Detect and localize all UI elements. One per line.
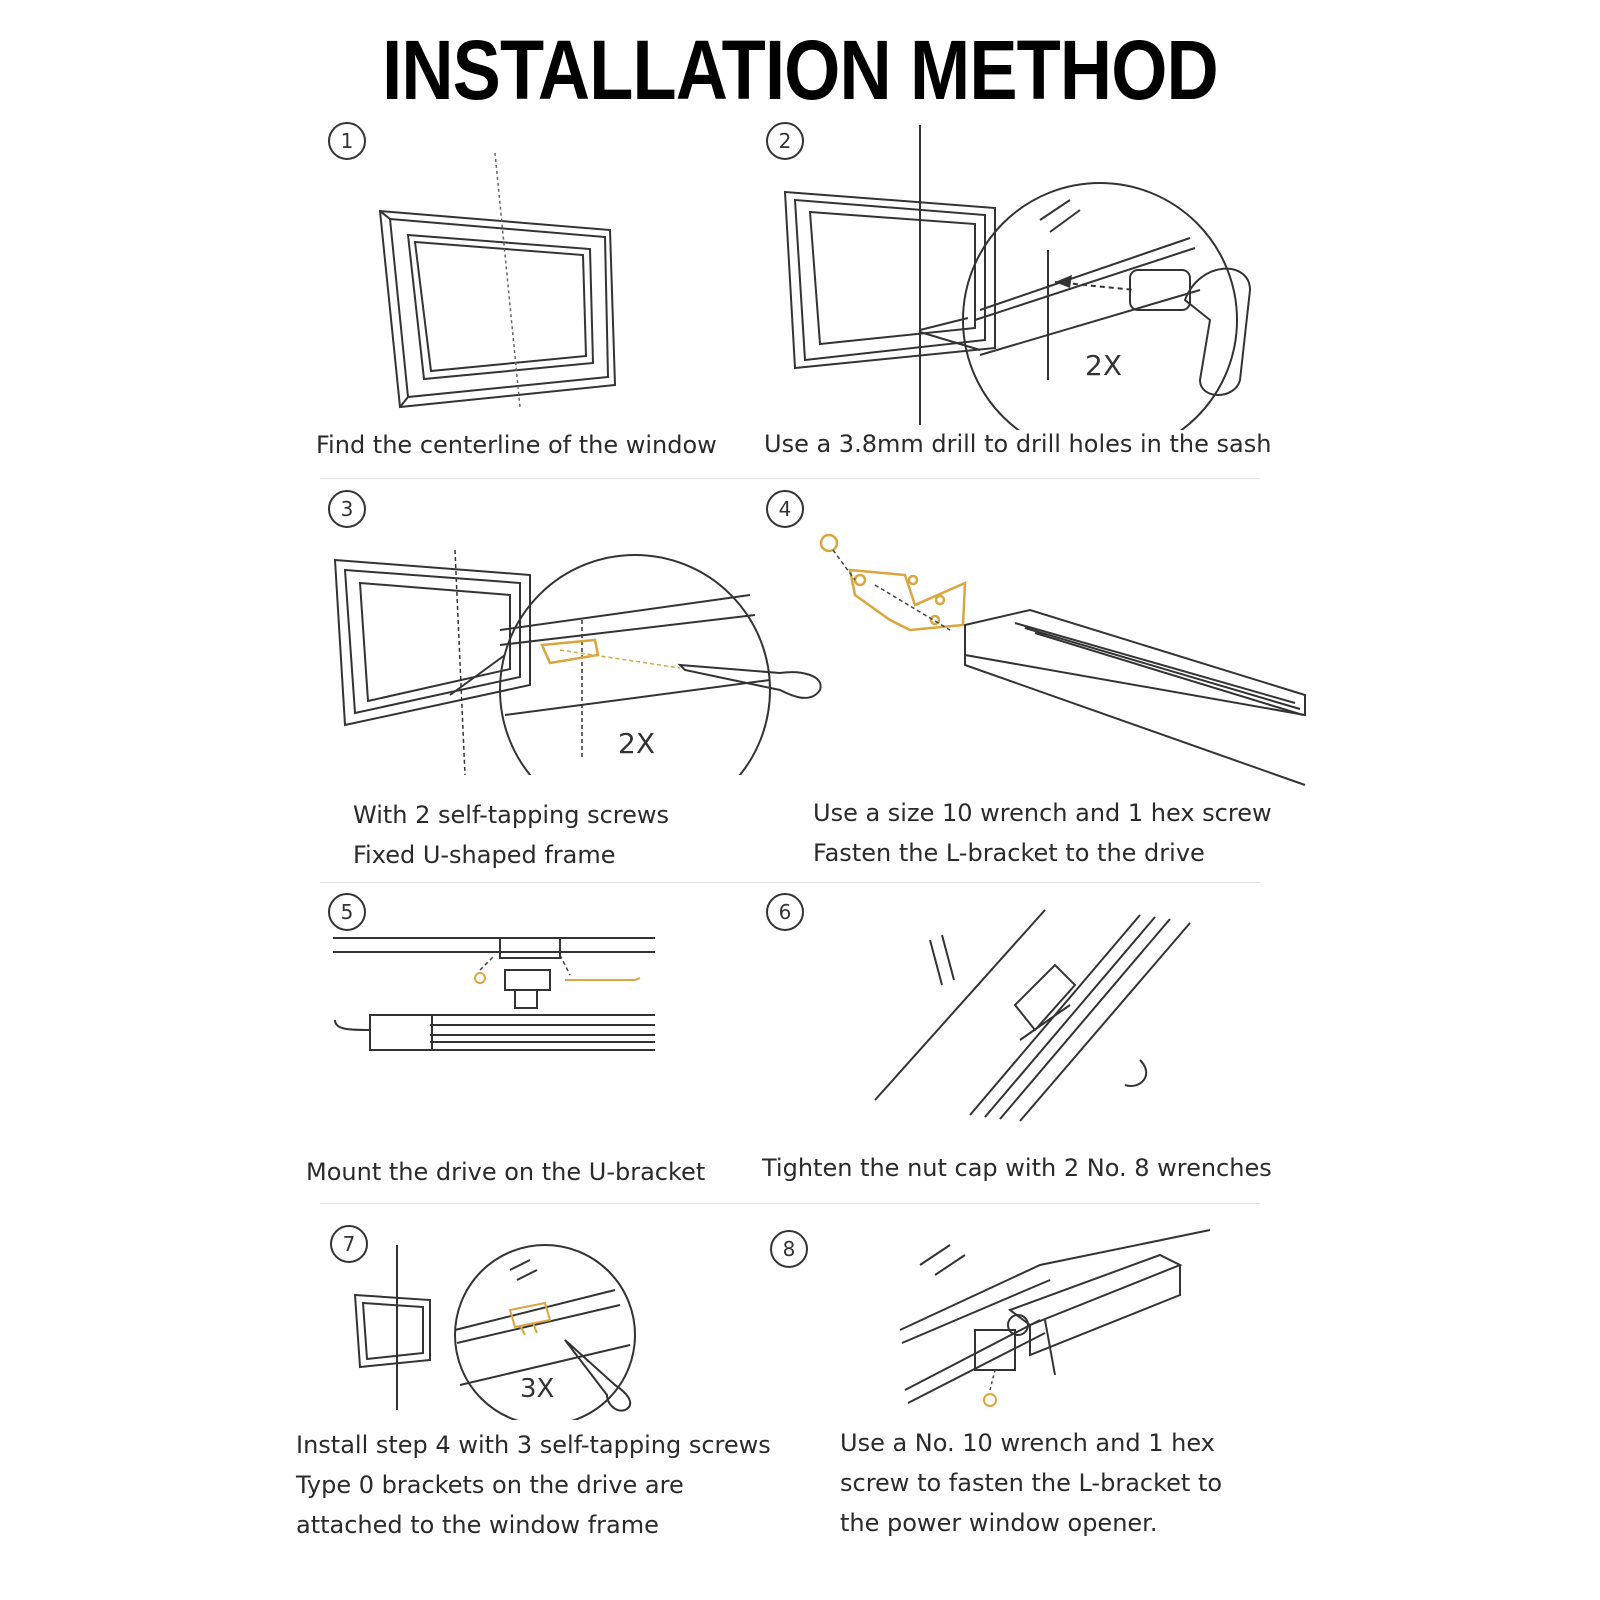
step-3-number: 3 <box>328 490 366 528</box>
step-7-number: 7 <box>330 1225 368 1263</box>
step-8-caption: Use a No. 10 wrench and 1 hex screw to f… <box>840 1429 1223 1537</box>
step-6-illustration <box>874 909 1191 1122</box>
step-4-number: 4 <box>766 490 804 528</box>
step-4-illustration <box>819 533 1306 786</box>
step-6-caption: Tighten the nut cap with 2 No. 8 wrenche… <box>762 1154 1272 1182</box>
step-2-number: 2 <box>766 122 804 160</box>
step-1-number: 1 <box>328 122 366 160</box>
step-4-caption: Use a size 10 wrench and 1 hex screw Fas… <box>813 799 1272 867</box>
step-3-caption: With 2 self-tapping screws Fixed U-shape… <box>353 801 670 869</box>
separator-2 <box>320 882 1260 883</box>
step-1-illustration <box>378 152 617 409</box>
separator-3 <box>320 1203 1260 1204</box>
step-8-number: 8 <box>770 1230 808 1268</box>
step-6-number: 6 <box>766 893 804 931</box>
step-8-illustration <box>899 1229 1211 1407</box>
page-title: INSTALLATION METHOD <box>382 23 1219 117</box>
separator-1 <box>320 478 1260 479</box>
step-7-callout: 3X <box>520 1374 554 1404</box>
step-2-illustration: 2X <box>783 125 1252 430</box>
step-7-illustration: 3X <box>353 1244 636 1420</box>
step-2-caption: Use a 3.8mm drill to drill holes in the … <box>764 430 1272 458</box>
step-5-illustration <box>333 937 655 1051</box>
step-2-callout: 2X <box>1085 349 1122 382</box>
step-7-caption: Install step 4 with 3 self-tapping screw… <box>296 1431 771 1539</box>
step-3-callout: 2X <box>618 727 655 760</box>
step-5-number: 5 <box>328 893 366 931</box>
step-3-illustration: 2X <box>333 549 822 775</box>
step-1-caption: Find the centerline of the window <box>316 431 717 459</box>
step-5-caption: Mount the drive on the U-bracket <box>306 1158 706 1186</box>
